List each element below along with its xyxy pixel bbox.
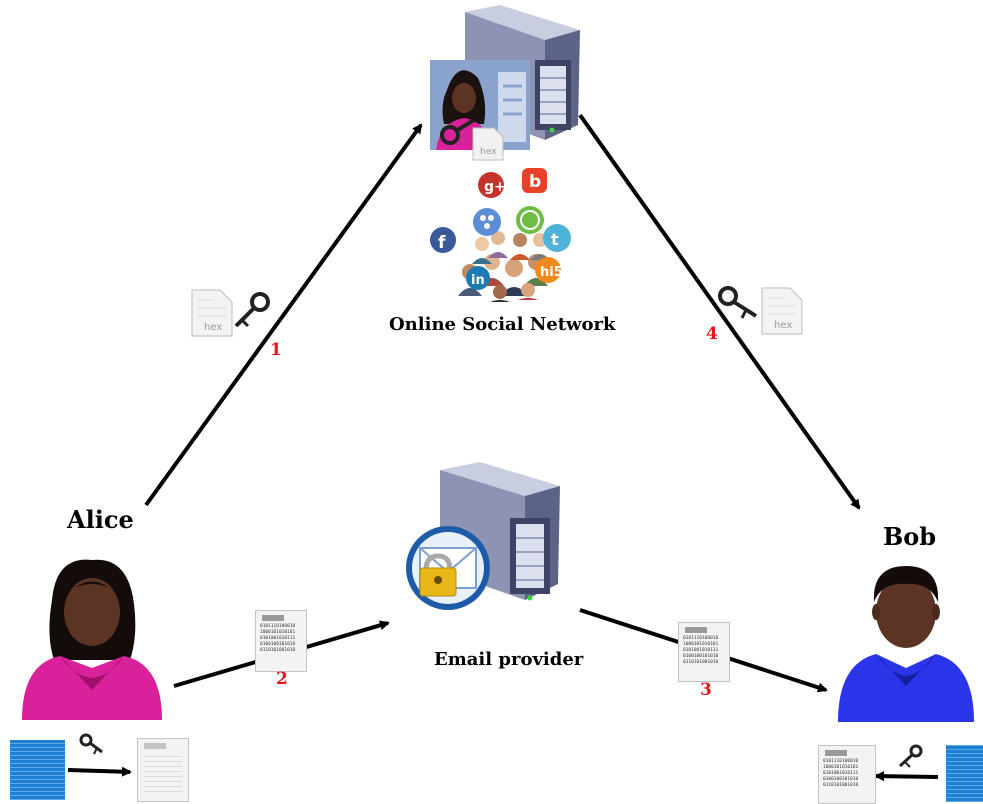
- bob-label: Bob: [883, 522, 937, 551]
- svg-text:hex: hex: [480, 147, 497, 157]
- email-provider-label: Email provider: [434, 649, 584, 670]
- ciphertext-doc-icon-step-3: 0101110100010 1000101010101 010100101011…: [678, 622, 730, 682]
- binary-line: 0101110100010: [683, 636, 719, 641]
- ciphertext-doc-icon-bob: 0101110100010 1000101010101 010100101011…: [818, 745, 876, 804]
- step-number-1: 1: [270, 340, 282, 360]
- svg-text:hi5: hi5: [540, 265, 563, 280]
- arrow-alice-encrypt: [67, 766, 132, 777]
- arrow-step-4: [578, 113, 861, 510]
- svg-text:t: t: [551, 230, 559, 249]
- svg-text:g+: g+: [484, 179, 506, 195]
- binary-line: 0110101001010: [823, 783, 859, 788]
- step-number-3: 3: [700, 680, 712, 700]
- binary-line: 1000101010101: [683, 642, 719, 647]
- svg-text:b: b: [529, 172, 541, 192]
- arrow-step-1: [144, 123, 423, 507]
- binary-line: 0100100101010: [823, 777, 859, 782]
- social-network-label: Online Social Network: [389, 314, 616, 335]
- binary-line: 0100100101010: [683, 654, 719, 659]
- ciphertext-doc-icon-step-2: 0101110100010 1000101010101 010100101011…: [255, 610, 307, 672]
- binary-line: 1000101010101: [260, 630, 296, 635]
- binary-line: 0100100101010: [260, 642, 296, 647]
- binary-line: 0101001010111: [823, 771, 859, 776]
- svg-text:f: f: [438, 233, 446, 253]
- ciphertext-doc-icon-alice: [137, 738, 189, 802]
- plaintext-doc-icon-alice: [10, 740, 65, 800]
- plaintext-doc-icon-bob: [946, 745, 983, 802]
- binary-line: 0110101001010: [683, 660, 719, 665]
- svg-text:in: in: [471, 273, 485, 288]
- svg-text:hex: hex: [204, 322, 222, 333]
- binary-line: 1000101010101: [823, 765, 859, 770]
- binary-line: 0110101001010: [260, 648, 296, 653]
- binary-line: 0101110100010: [260, 624, 296, 629]
- binary-line: 0101001010111: [683, 648, 719, 653]
- binary-line: 0101001010111: [260, 636, 296, 641]
- step-number-4: 4: [706, 324, 718, 344]
- binary-line: 0101110100010: [823, 759, 859, 764]
- alice-label: Alice: [67, 505, 134, 534]
- svg-text:hex: hex: [774, 320, 792, 331]
- step-number-2: 2: [276, 669, 288, 689]
- arrow-bob-decrypt: [874, 771, 939, 782]
